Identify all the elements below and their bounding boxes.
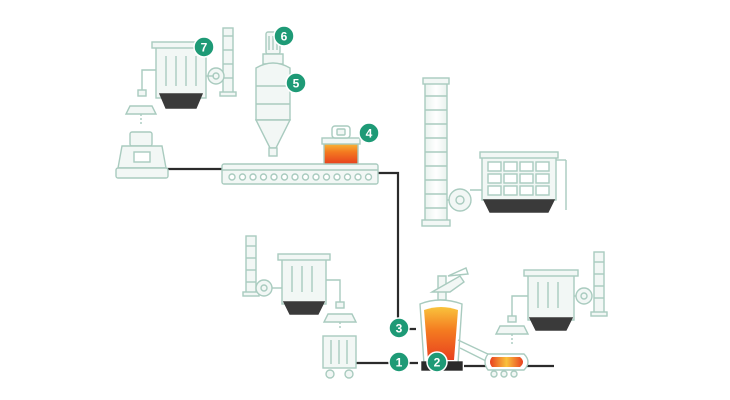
- baghouse-cell: [535, 185, 550, 196]
- pipe-conveyor-to-furnace: [378, 171, 416, 331]
- stack-middle-left: [245, 235, 257, 295]
- conveyor-roller: [291, 173, 299, 181]
- conveyor-roller: [301, 173, 310, 181]
- dust-hopper-top-left: [158, 93, 204, 109]
- badge-1: 1: [388, 351, 410, 373]
- baghouse-cell: [503, 161, 518, 172]
- dust-collector-middle-left: [242, 235, 358, 330]
- badge-label: 4: [366, 126, 373, 140]
- conveyor-roller: [259, 173, 268, 181]
- badge-5: 5: [285, 72, 307, 94]
- badge-circle: [388, 351, 410, 373]
- furnace: [419, 267, 493, 371]
- ladle-car: [484, 353, 529, 378]
- baghouse-cell: [503, 173, 518, 184]
- badge-circle: [273, 25, 295, 47]
- hood-top-left: [124, 105, 158, 115]
- conveyor-belt: [221, 163, 379, 185]
- badge-circle: [285, 72, 307, 94]
- conveyor-roller: [280, 173, 289, 181]
- conveyor-roller: [238, 173, 247, 181]
- baghouse-cell: [519, 161, 534, 172]
- badge-3: 3: [388, 317, 410, 339]
- badge-label: 3: [396, 321, 403, 335]
- conveyor-roller: [333, 173, 341, 181]
- silo-cone: [254, 119, 292, 149]
- main-stack-baghouse: [421, 77, 567, 227]
- conveyor-roller: [354, 173, 362, 181]
- conveyor-roller: [249, 173, 257, 181]
- badge-label: 6: [281, 29, 288, 43]
- badge-label: 5: [293, 76, 300, 90]
- badge-label: 2: [434, 355, 441, 369]
- conveyor-roller: [312, 173, 320, 181]
- badge-label: 7: [201, 40, 208, 54]
- conveyor-roller: [343, 173, 352, 181]
- conveyor-roller: [322, 173, 331, 181]
- hood-middle-left: [322, 313, 358, 323]
- baghouse-cell: [503, 185, 518, 196]
- baghouse-cell: [487, 185, 502, 196]
- baghouse-right: [527, 273, 575, 321]
- badge-4: 4: [358, 122, 380, 144]
- baghouse-cell: [519, 185, 534, 196]
- conveyor-roller: [364, 173, 373, 181]
- baghouse-cell: [535, 173, 550, 184]
- stack-top-left: [222, 27, 234, 95]
- badge-7: 7: [193, 36, 215, 58]
- conveyor: [221, 125, 379, 185]
- dust-collector-right: [494, 251, 608, 344]
- dust-collector-top-left: [124, 27, 237, 124]
- badge-circle: [388, 317, 410, 339]
- badge-circle: [358, 122, 380, 144]
- conveyor-roller: [228, 173, 236, 181]
- silo-body: [255, 62, 291, 121]
- ladle-melt: [490, 357, 523, 367]
- badge-label: 1: [396, 355, 403, 369]
- baghouse-cell: [487, 173, 502, 184]
- baghouse-cell: [535, 161, 550, 172]
- hood-right: [494, 325, 530, 335]
- step-badges: 1 2 3 4 5 6 7: [193, 25, 448, 373]
- feeder-machine: [115, 131, 169, 179]
- badge-circle: [193, 36, 215, 58]
- badge-circle: [426, 351, 448, 373]
- baghouse-cell: [487, 161, 502, 172]
- preheater-box: [323, 141, 359, 165]
- badge-6: 6: [273, 25, 295, 47]
- badge-2: 2: [426, 351, 448, 373]
- silo: [254, 31, 292, 157]
- furnace-melt: [424, 307, 458, 360]
- skip-car: [322, 335, 357, 379]
- baghouse-middle-left: [281, 257, 327, 305]
- conveyor-roller: [270, 173, 278, 181]
- baghouse-cell: [519, 173, 534, 184]
